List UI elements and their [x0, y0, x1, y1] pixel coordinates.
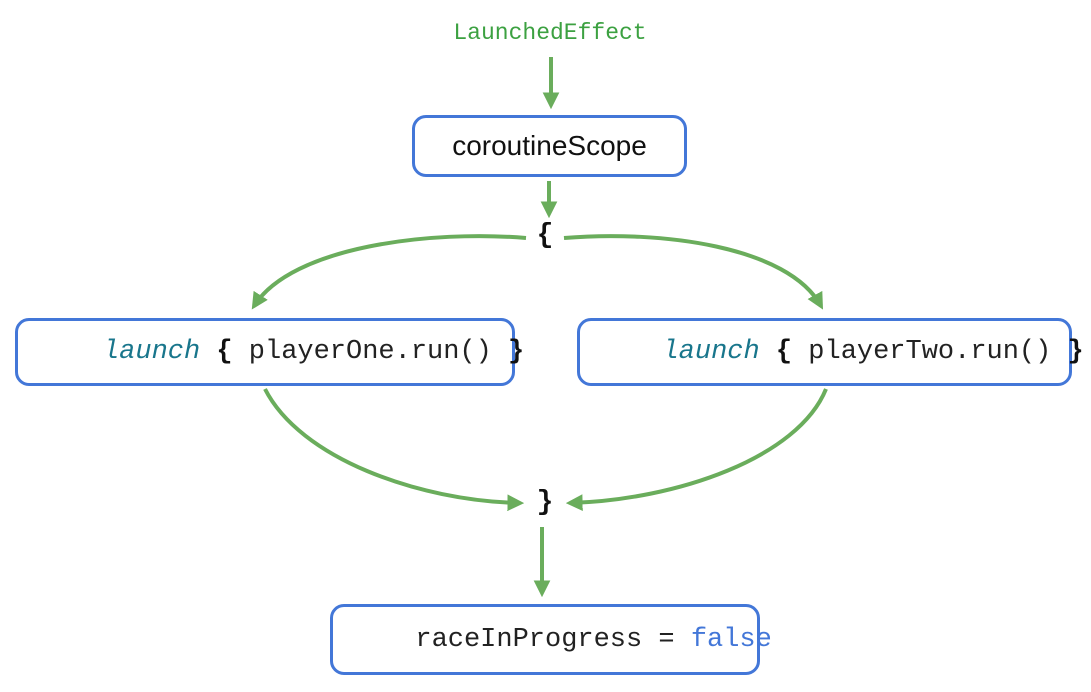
arrow-right-launch-to-close-brace	[565, 388, 828, 512]
arrow-left-launch-to-close-brace	[263, 388, 525, 512]
open-brace: {	[200, 337, 249, 367]
launch-player-two-box: launch { playerTwo.run() }	[577, 318, 1084, 386]
arrow-open-brace-to-right-launch	[563, 234, 824, 310]
launched-effect-label: LaunchedEffect	[453, 20, 647, 46]
race-in-progress-code: raceInProgress = false	[318, 595, 772, 685]
launch-player-one-box: launch { playerOne.run() }	[15, 318, 524, 386]
open-brace: {	[759, 337, 809, 367]
close-brace: }	[491, 337, 525, 367]
arrow-open-brace-to-left-launch	[251, 234, 527, 310]
coroutine-scope-label: coroutineScope	[452, 130, 647, 161]
fork-close-brace: }	[536, 487, 554, 518]
launch-player-two-code: launch { playerTwo.run() }	[565, 307, 1084, 397]
fork-open-brace: {	[536, 220, 554, 251]
player-two-call: playerTwo.run()	[808, 337, 1052, 367]
launch-keyword: launch	[662, 337, 760, 367]
race-in-progress-box: raceInProgress = false	[330, 604, 772, 675]
coroutine-scope-box: coroutineScope	[412, 115, 687, 177]
race-in-progress-assignment: raceInProgress =	[415, 624, 691, 655]
launch-keyword: launch	[102, 337, 201, 367]
close-brace: }	[1051, 337, 1084, 367]
launch-player-one-code: launch { playerOne.run() }	[6, 307, 525, 397]
player-one-call: playerOne.run()	[248, 337, 492, 367]
false-value: false	[690, 624, 772, 655]
